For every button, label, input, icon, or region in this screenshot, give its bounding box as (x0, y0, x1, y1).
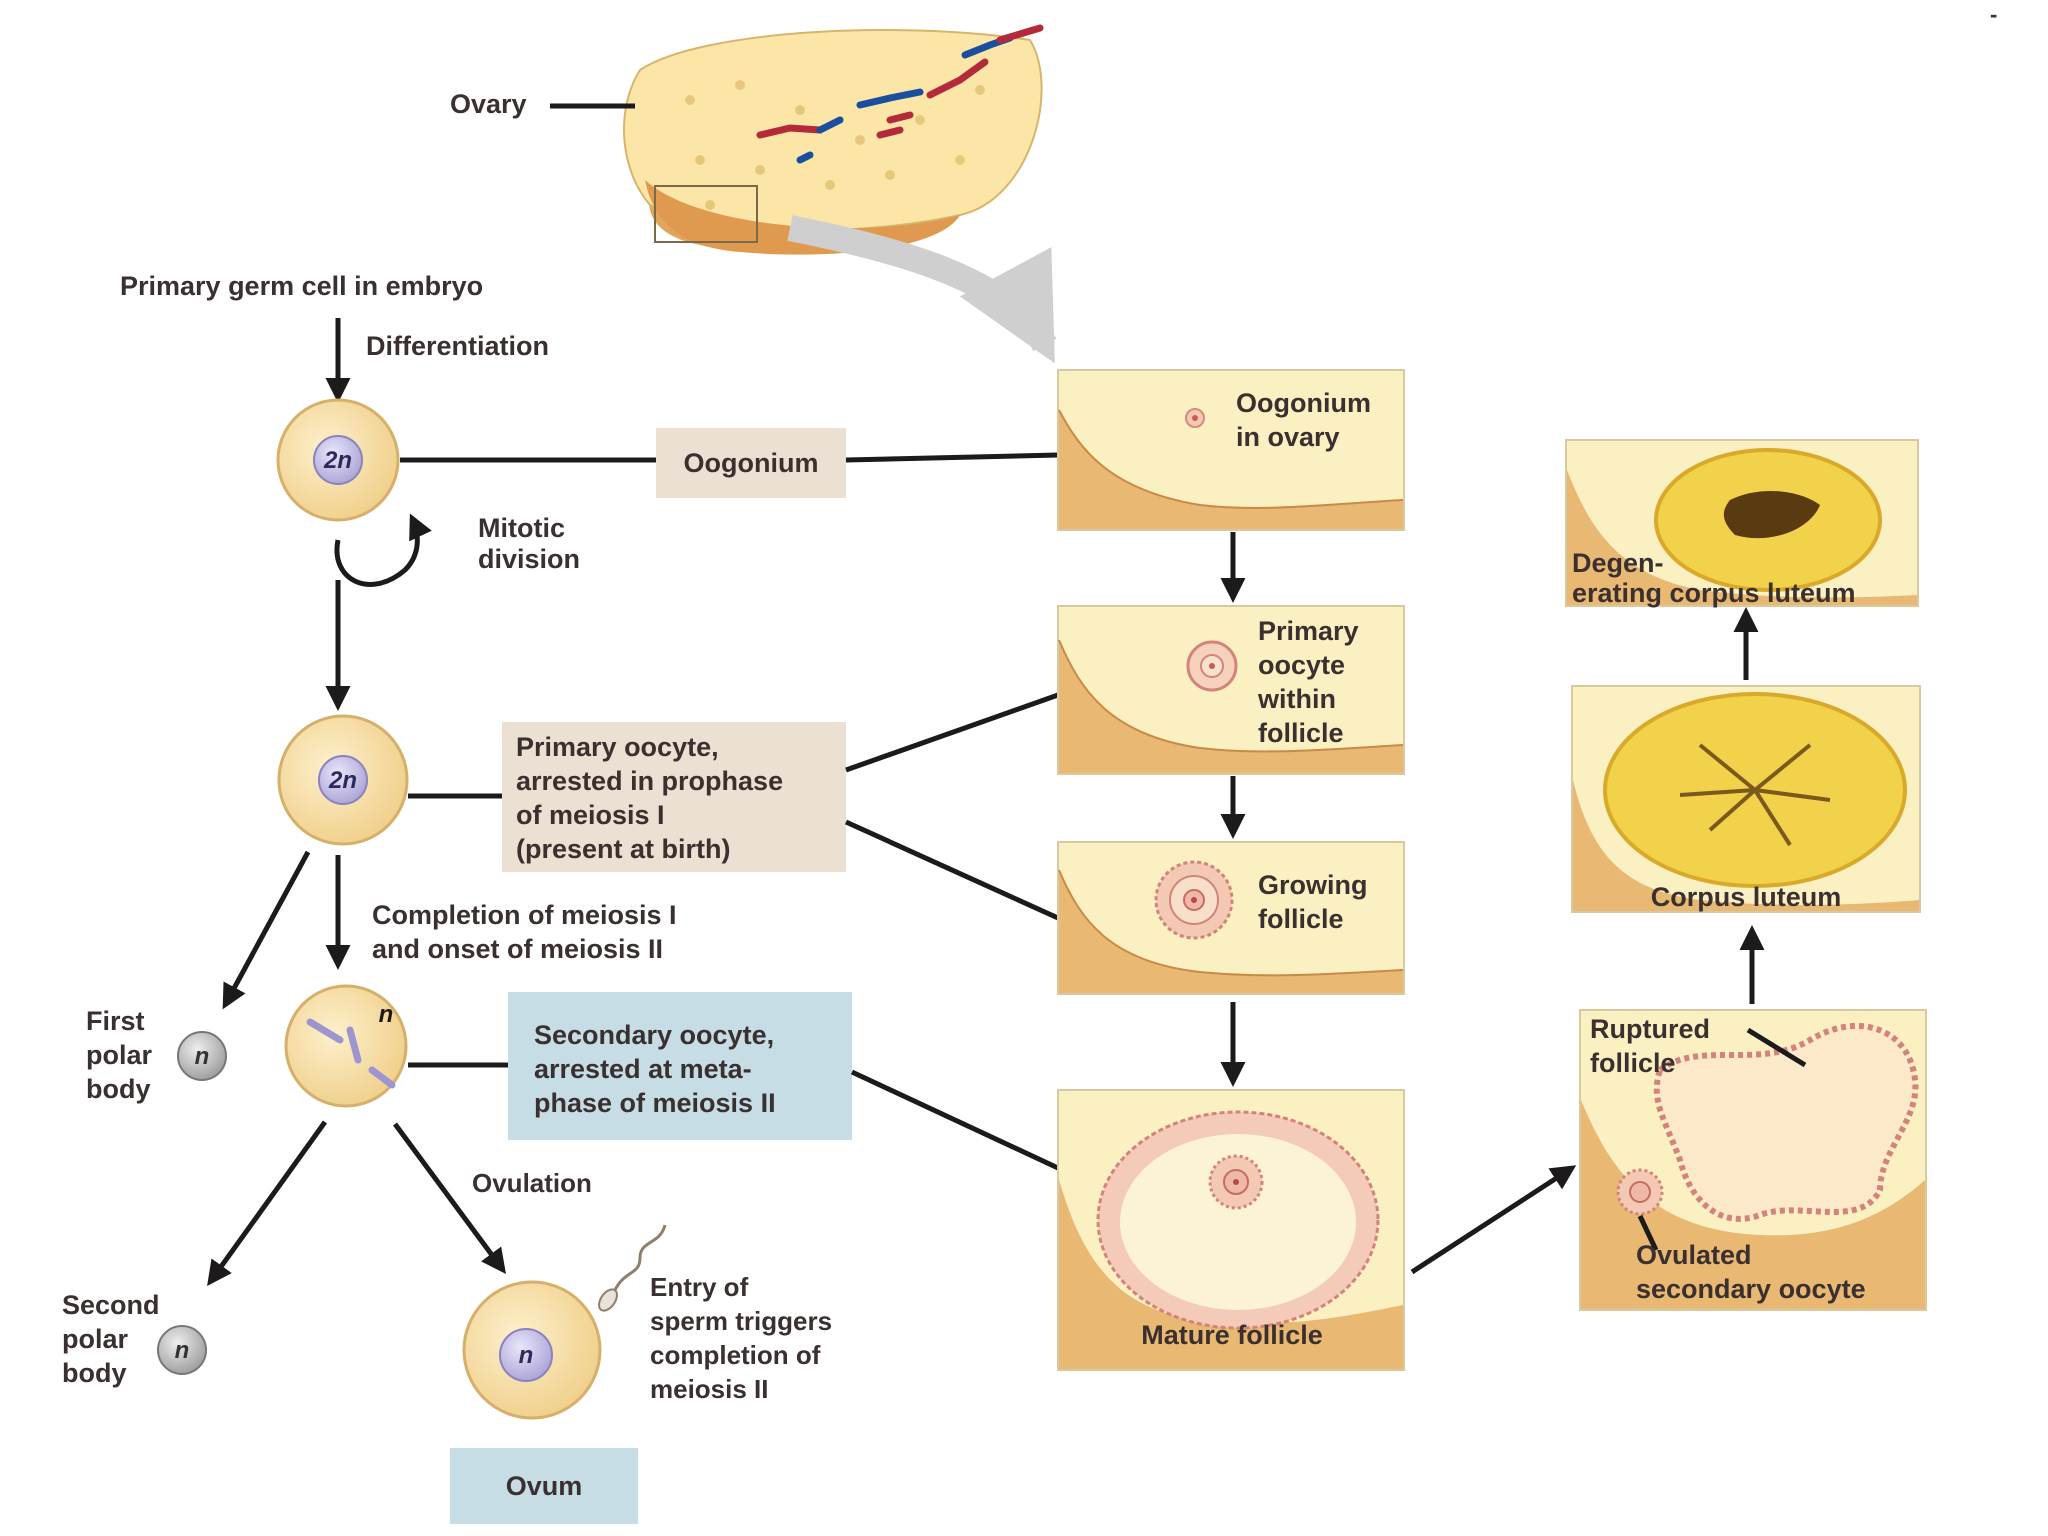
ploidy-label: n (195, 1043, 210, 1070)
second-polar-body: n (157, 1325, 207, 1375)
sperm-entry-label: Entry of sperm triggers completion of me… (650, 1272, 837, 1404)
ruptured-leader (1746, 1027, 1807, 1068)
first-polar-body-label: First polar body (86, 1006, 156, 1104)
growing-follicle-connector (844, 819, 1060, 921)
primary-oocyte-label: Primary oocyte, arrested in prophase of … (516, 732, 788, 864)
primary-oocyte-cell: 2n (277, 714, 409, 846)
ovum-box (450, 1448, 638, 1524)
panel-primary-oocyte-within-follicle: Primary oocyte within follicle (1057, 605, 1405, 775)
ploidy-label: n (379, 1001, 394, 1028)
primary-germ-cell-label: Primary germ cell in embryo (120, 271, 483, 301)
to-ruptured-follicle-arrow (1410, 1165, 1577, 1275)
completion-meiosis-label: Completion of meiosis I and onset of mei… (372, 900, 681, 964)
panel-corpus-luteum: Corpus luteum (1571, 685, 1921, 913)
mitotic-division-label: Mitotic division (478, 513, 580, 574)
oogonium-cell: 2n (276, 398, 400, 522)
ploidy-label: n (519, 1342, 534, 1369)
ovary-illustration (550, 24, 1057, 364)
panel-label: Growing follicle (1258, 870, 1372, 934)
primary-oocyte-panel-connector (845, 692, 1059, 773)
ovulation-arrow (392, 1122, 506, 1275)
panel-ruptured-follicle: Ruptured follicle Ovulated secondary ooc… (1579, 1009, 1927, 1311)
differentiation-label: Differentiation (366, 331, 549, 361)
panel-label: Ruptured follicle (1590, 1014, 1714, 1078)
ovum-cell: n (462, 1280, 602, 1420)
first-polar-body: n (177, 1031, 227, 1081)
panel-oogonium-in-ovary: Oogonium in ovary (1057, 369, 1405, 531)
zoom-arrow (787, 215, 1057, 364)
corner-mark: - (1990, 2, 1997, 27)
panel-label: Mature follicle (1141, 1320, 1323, 1350)
panel-growing-follicle: Growing follicle (1057, 841, 1405, 995)
panel-sub-label: Ovulated secondary oocyte (1636, 1240, 1866, 1304)
sperm-icon (598, 1224, 667, 1312)
panel-label: Oogonium in ovary (1236, 388, 1375, 452)
panel-label: Primary oocyte within follicle (1257, 616, 1363, 748)
panel-label: Corpus luteum (1651, 882, 1842, 912)
secondary-oocyte-label: Secondary oocyte, arrested at meta- phas… (534, 1020, 779, 1118)
panel-mature-follicle: Mature follicle (1057, 1089, 1405, 1371)
oogonium-label: Oogonium (684, 448, 819, 478)
to-first-polar-body-arrow (222, 850, 311, 1010)
mature-follicle-connector (850, 1069, 1060, 1171)
panel-label: Degen- erating corpus luteum (1572, 548, 1856, 608)
oogonium-panel-connector (845, 452, 1059, 463)
secondary-oocyte-box (508, 992, 852, 1140)
ploidy-label: 2n (323, 447, 352, 474)
secondary-oocyte-cell: n (284, 984, 408, 1108)
primary-oocyte-box (502, 722, 846, 872)
ovulated-leader (1637, 1214, 1659, 1252)
ovum-label: Ovum (506, 1471, 583, 1501)
oogonium-box (656, 428, 846, 498)
ploidy-label: 2n (328, 767, 357, 794)
ovary-label: Ovary (450, 89, 527, 119)
to-second-polar-body-arrow (207, 1120, 328, 1287)
ploidy-label: n (175, 1337, 190, 1364)
mitotic-division-arrow (334, 513, 432, 587)
panel-degenerating-corpus-luteum: Degen- erating corpus luteum (1565, 439, 1919, 608)
second-polar-body-label: Second polar body (62, 1290, 164, 1388)
ovulation-label: Ovulation (472, 1168, 592, 1198)
